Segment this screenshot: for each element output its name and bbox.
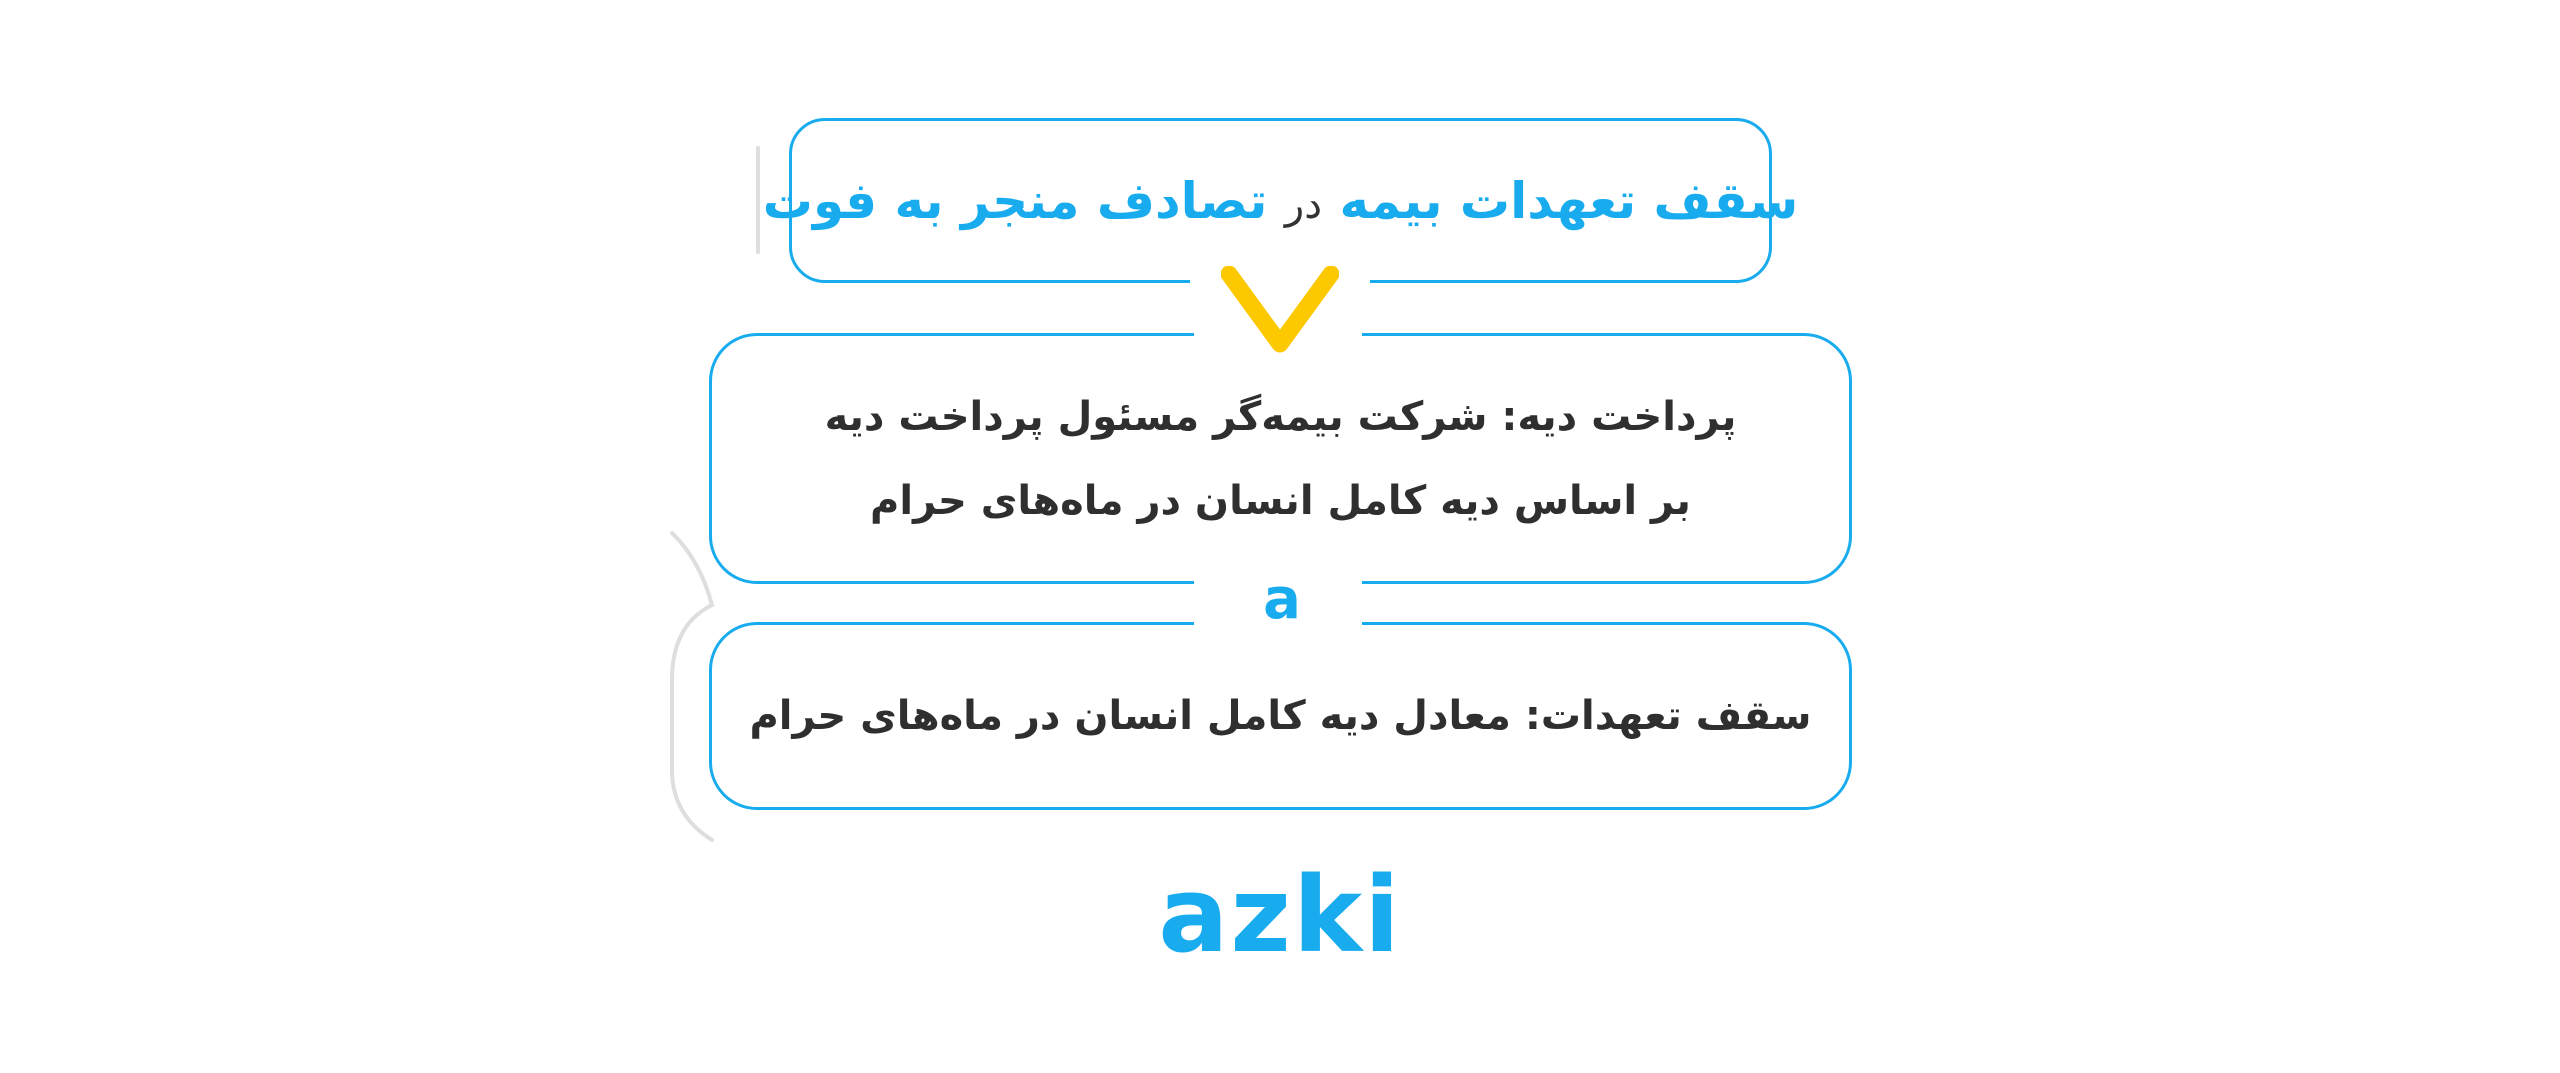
title-box: سقف تعهدات بیمه در تصادف منجر به فوت [763,118,1798,283]
cap-box-top-gap [1194,615,1362,629]
chevron-down-icon [1221,266,1339,353]
left-brace [670,531,715,842]
separator-letter: a [1263,567,1301,632]
payment-box-bottom-gap [1194,576,1362,590]
payment-box: پرداخت دیه: شرکت بیمه‌گر مسئول پرداخت دی… [709,333,1852,584]
cap-box: سقف تعهدات: معادل دیه کامل انسان در ماه‌… [709,622,1852,810]
payment-line-1: پرداخت دیه: شرکت بیمه‌گر مسئول پرداخت دی… [824,393,1737,440]
title-part2: تصادف منجر به فوت [762,171,1268,230]
title-connector: در [1284,181,1323,228]
title-part1: سقف تعهدات بیمه [1339,171,1799,230]
payment-line-2: بر اساس دیه کامل انسان در ماه‌های حرام [870,477,1691,524]
cap-line-1: سقف تعهدات: معادل دیه کامل انسان در ماه‌… [749,693,1812,739]
page-title: سقف تعهدات بیمه در تصادف منجر به فوت [763,172,1799,230]
azki-logo: azki [1158,854,1402,976]
